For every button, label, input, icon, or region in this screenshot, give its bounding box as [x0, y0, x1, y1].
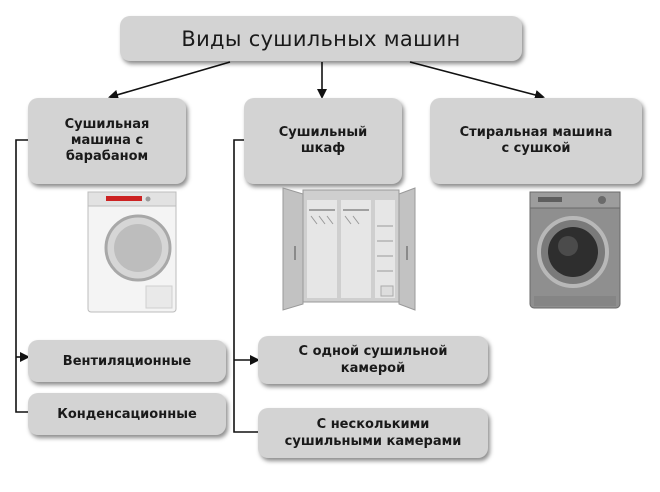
category-washer-dryer: Стиральная машина с сушкой — [430, 98, 642, 184]
category-label: Стиральная машина с сушкой — [459, 125, 613, 156]
category-label: Сушильная машина с барабаном — [64, 117, 150, 164]
bracket-cabinet — [233, 139, 258, 433]
drying-cabinet-image — [282, 187, 416, 311]
bracket-drum — [15, 139, 28, 413]
category-label: Сушильный шкаф — [278, 125, 368, 156]
subtype-single-chamber: С одной сушильной камерой — [258, 336, 488, 384]
subtype-label: Конденсационные — [57, 406, 197, 422]
subtype-condensation: Конденсационные — [28, 393, 226, 435]
washer-dryer-image — [529, 191, 621, 309]
root-label: Виды сушильных машин — [181, 26, 461, 51]
subtype-multiple-chambers: С несколькими сушильными камерами — [258, 408, 488, 458]
subtype-label: Вентиляционные — [62, 353, 192, 369]
category-drying-cabinet: Сушильный шкаф — [244, 98, 402, 184]
category-drum-dryer: Сушильная машина с барабаном — [28, 98, 186, 184]
root-box: Виды сушильных машин — [120, 16, 522, 61]
drum-dryer-image — [87, 191, 177, 313]
arrow-to-washer — [409, 61, 545, 100]
arrow-to-drum — [108, 61, 231, 100]
subtype-label: С несколькими сушильными камерами — [284, 417, 462, 449]
subtype-ventilation: Вентиляционные — [28, 340, 226, 382]
subtype-label: С одной сушильной камерой — [298, 344, 448, 376]
